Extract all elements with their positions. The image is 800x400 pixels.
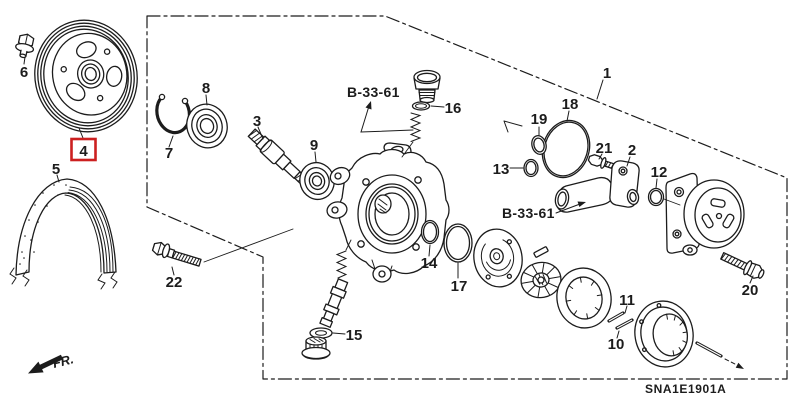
part-label-21[interactable]: 21 bbox=[596, 140, 613, 157]
cover-bolt-20-drawing bbox=[720, 252, 765, 279]
sealing-bolt-16-drawing bbox=[413, 69, 441, 104]
side-plate-drawing bbox=[473, 228, 523, 288]
part-label-13[interactable]: 13 bbox=[493, 161, 510, 178]
part-label-22[interactable]: 22 bbox=[166, 274, 183, 291]
relief-valve-assembly-drawing bbox=[301, 239, 352, 360]
o-ring-14-drawing bbox=[420, 219, 440, 245]
assembly-boundary-outline bbox=[146, 15, 788, 380]
leader-lines bbox=[23, 56, 754, 339]
part-label-17[interactable]: 17 bbox=[451, 278, 468, 295]
part-label-14[interactable]: 14 bbox=[421, 255, 438, 272]
pump-housing-drawing bbox=[326, 142, 450, 283]
pulley-bolt-drawing bbox=[15, 33, 35, 59]
pin-11-drawing bbox=[607, 311, 625, 323]
sealing-plug-drawing bbox=[301, 336, 331, 360]
part-4-highlight-box bbox=[70, 137, 97, 162]
part-label-2[interactable]: 2 bbox=[628, 142, 636, 159]
part-label-19[interactable]: 19 bbox=[531, 111, 548, 128]
rotor-drawing bbox=[520, 261, 562, 299]
highlighted-part-4-callout[interactable]: 4 bbox=[70, 137, 97, 162]
inlet-joint-drawing bbox=[554, 160, 640, 213]
outer-ring-drawing bbox=[634, 300, 694, 368]
bearing-9-drawing bbox=[299, 161, 335, 201]
vane-drawing bbox=[533, 246, 549, 258]
bearing-8-drawing bbox=[186, 103, 228, 149]
part-label-20[interactable]: 20 bbox=[742, 282, 759, 299]
part-label-15[interactable]: 15 bbox=[346, 327, 363, 344]
cam-ring-drawing bbox=[556, 267, 612, 329]
part-label-10[interactable]: 10 bbox=[608, 336, 625, 353]
belt-texture-dots bbox=[19, 184, 67, 265]
ref-label-b3361-upper[interactable]: B-33-61 bbox=[347, 84, 400, 100]
part-label-5[interactable]: 5 bbox=[52, 161, 60, 178]
fr-direction-label: FR. bbox=[51, 351, 75, 371]
o-ring-16-drawing bbox=[411, 101, 431, 111]
part-label-1[interactable]: 1 bbox=[603, 65, 611, 82]
relief-spring-upper-drawing bbox=[401, 112, 422, 158]
part-label-16[interactable]: 16 bbox=[445, 100, 462, 117]
belt-drawing bbox=[9, 178, 118, 290]
ref-label-b3361-lower[interactable]: B-33-61 bbox=[502, 205, 555, 221]
install-direction-arrow bbox=[503, 120, 523, 133]
part-label-11[interactable]: 11 bbox=[619, 292, 635, 309]
ref-arrow-upper bbox=[360, 101, 414, 133]
part-label-8[interactable]: 8 bbox=[202, 80, 210, 97]
o-ring-13-drawing bbox=[523, 158, 539, 178]
part-label-3[interactable]: 3 bbox=[253, 113, 261, 130]
diagram-code: SNA1E1901A bbox=[645, 382, 726, 396]
pin-insertion-arrow bbox=[695, 341, 744, 369]
part-label-7[interactable]: 7 bbox=[165, 145, 173, 162]
rear-cover-drawing bbox=[665, 172, 745, 256]
fr-arrow bbox=[28, 354, 64, 374]
part-label-12[interactable]: 12 bbox=[651, 164, 668, 181]
pulley-drawing bbox=[34, 19, 138, 133]
snap-ring-drawing bbox=[155, 93, 192, 135]
part-label-4[interactable]: 4 bbox=[79, 143, 88, 160]
part-label-6[interactable]: 6 bbox=[20, 64, 28, 81]
o-ring-17-drawing bbox=[443, 223, 473, 263]
mounting-bolt-22-drawing bbox=[151, 241, 202, 267]
o-ring-19-drawing bbox=[531, 134, 547, 156]
pin-10-drawing bbox=[615, 318, 634, 330]
bolt-22-leader-line bbox=[203, 228, 294, 263]
ref-arrow-lower bbox=[555, 201, 586, 214]
fr-direction-marker: FR. bbox=[28, 351, 75, 374]
part-label-18[interactable]: 18 bbox=[562, 96, 579, 113]
part-label-9[interactable]: 9 bbox=[310, 137, 318, 154]
